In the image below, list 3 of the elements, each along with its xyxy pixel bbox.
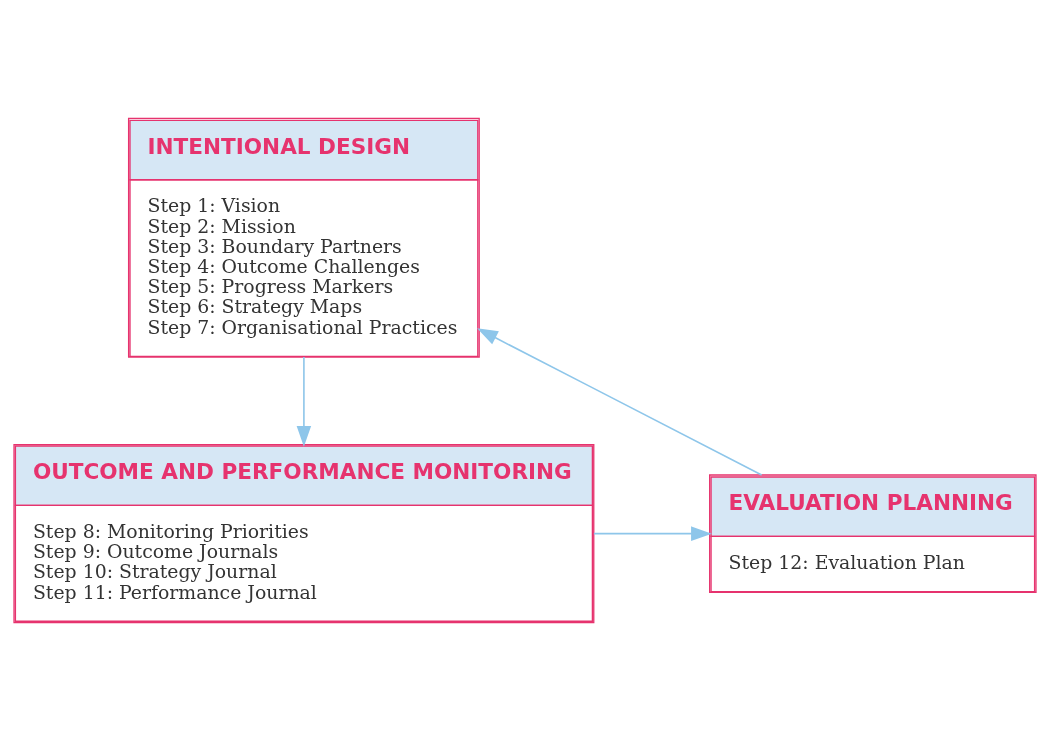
arrow	[477, 327, 763, 476]
arrow	[296, 355, 312, 447]
arrow	[593, 525, 712, 541]
